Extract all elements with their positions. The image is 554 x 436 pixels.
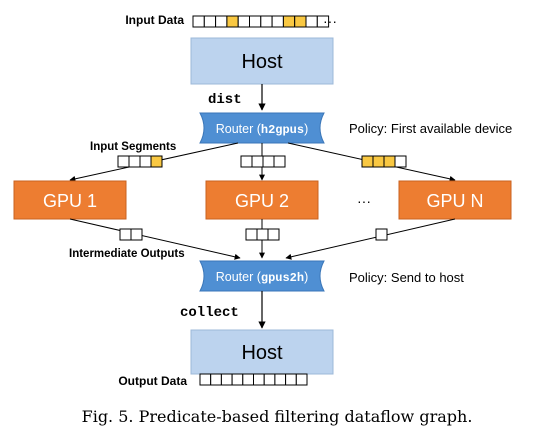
intermediate-cell <box>130 228 143 241</box>
gpu-ellipsis: ··· <box>357 193 371 209</box>
intermediate-output-gpun <box>375 228 388 241</box>
segment-cell <box>383 155 396 168</box>
data-cell <box>316 15 330 28</box>
segment-cell <box>273 155 286 168</box>
data-cell <box>271 15 284 28</box>
output-cell <box>242 373 255 386</box>
router-gpus2h <box>199 260 325 292</box>
output-cell <box>295 373 308 386</box>
output-cell <box>199 373 212 386</box>
data-cell <box>294 15 307 28</box>
input-data-ellipsis: ··· <box>323 13 337 29</box>
gpu-2-box <box>205 180 319 220</box>
gpu-n-box <box>398 180 512 220</box>
data-cell <box>203 15 217 28</box>
output-cell <box>220 373 233 386</box>
host-top-box <box>190 37 334 85</box>
input-segment-gpun <box>361 155 407 168</box>
data-cell <box>249 15 262 28</box>
intermediate-output-gpu2 <box>245 228 280 241</box>
policy-send-to-host: Policy: Send to host <box>349 270 464 285</box>
intermediate-cell <box>119 228 132 241</box>
segment-cell <box>251 155 264 168</box>
router-h2gpus <box>199 112 325 144</box>
data-cell <box>215 15 228 28</box>
intermediate-cell <box>267 228 280 241</box>
host-top-label: Host <box>241 51 283 73</box>
edge-gpun-router2 <box>285 218 456 260</box>
policy-first-available: Policy: First available device <box>349 121 512 136</box>
gpu-2-label: GPU 2 <box>235 191 289 211</box>
host-bottom-box <box>190 329 334 375</box>
output-cell <box>263 373 276 386</box>
router-gpus2h-label: Router (gpus2h) <box>216 270 309 285</box>
input-segments-label: Input Segments <box>90 141 176 153</box>
figure-caption: Fig. 5. Predicate-based filtering datafl… <box>82 407 473 426</box>
host-bottom-label: Host <box>241 342 283 364</box>
data-cell <box>305 15 318 28</box>
edge-gpu1-router2 <box>69 218 241 260</box>
segment-cell <box>150 155 163 168</box>
data-cell <box>192 15 205 28</box>
data-cell <box>237 15 250 28</box>
dist-label: dist <box>208 92 242 108</box>
output-data-label: Output Data <box>118 374 187 388</box>
output-cell <box>231 373 244 386</box>
intermediate-cell <box>245 228 258 241</box>
segment-cell <box>240 155 253 168</box>
intermediate-outputs-label: Intermediate Outputs <box>69 248 185 260</box>
output-cell <box>253 373 265 386</box>
segment-cell <box>139 155 152 168</box>
segment-cell <box>262 155 275 168</box>
data-cell <box>282 15 296 28</box>
segment-cell <box>128 155 141 168</box>
router-h2gpus-label: Router (h2gpus) <box>216 122 309 137</box>
collect-label: collect <box>180 305 239 321</box>
input-data-label: Input Data <box>125 13 184 27</box>
output-data-cells <box>199 373 308 386</box>
segment-cell <box>394 155 407 168</box>
input-data-cells <box>192 15 330 28</box>
segment-cell <box>372 155 385 168</box>
intermediate-cell <box>375 228 388 241</box>
segment-cell <box>361 155 374 168</box>
input-segment-gpu1 <box>117 155 163 168</box>
gpu-1-box <box>13 180 127 220</box>
data-cell <box>260 15 273 28</box>
output-cell <box>274 373 287 386</box>
input-segment-gpu2 <box>240 155 286 168</box>
intermediate-cell <box>256 228 269 241</box>
segment-cell <box>117 155 130 168</box>
output-cell <box>285 373 297 386</box>
gpu-n-label: GPU N <box>426 191 483 211</box>
output-cell <box>210 373 222 386</box>
gpu-1-label: GPU 1 <box>43 191 97 211</box>
intermediate-output-gpu1 <box>119 228 143 241</box>
data-cell <box>226 15 239 28</box>
